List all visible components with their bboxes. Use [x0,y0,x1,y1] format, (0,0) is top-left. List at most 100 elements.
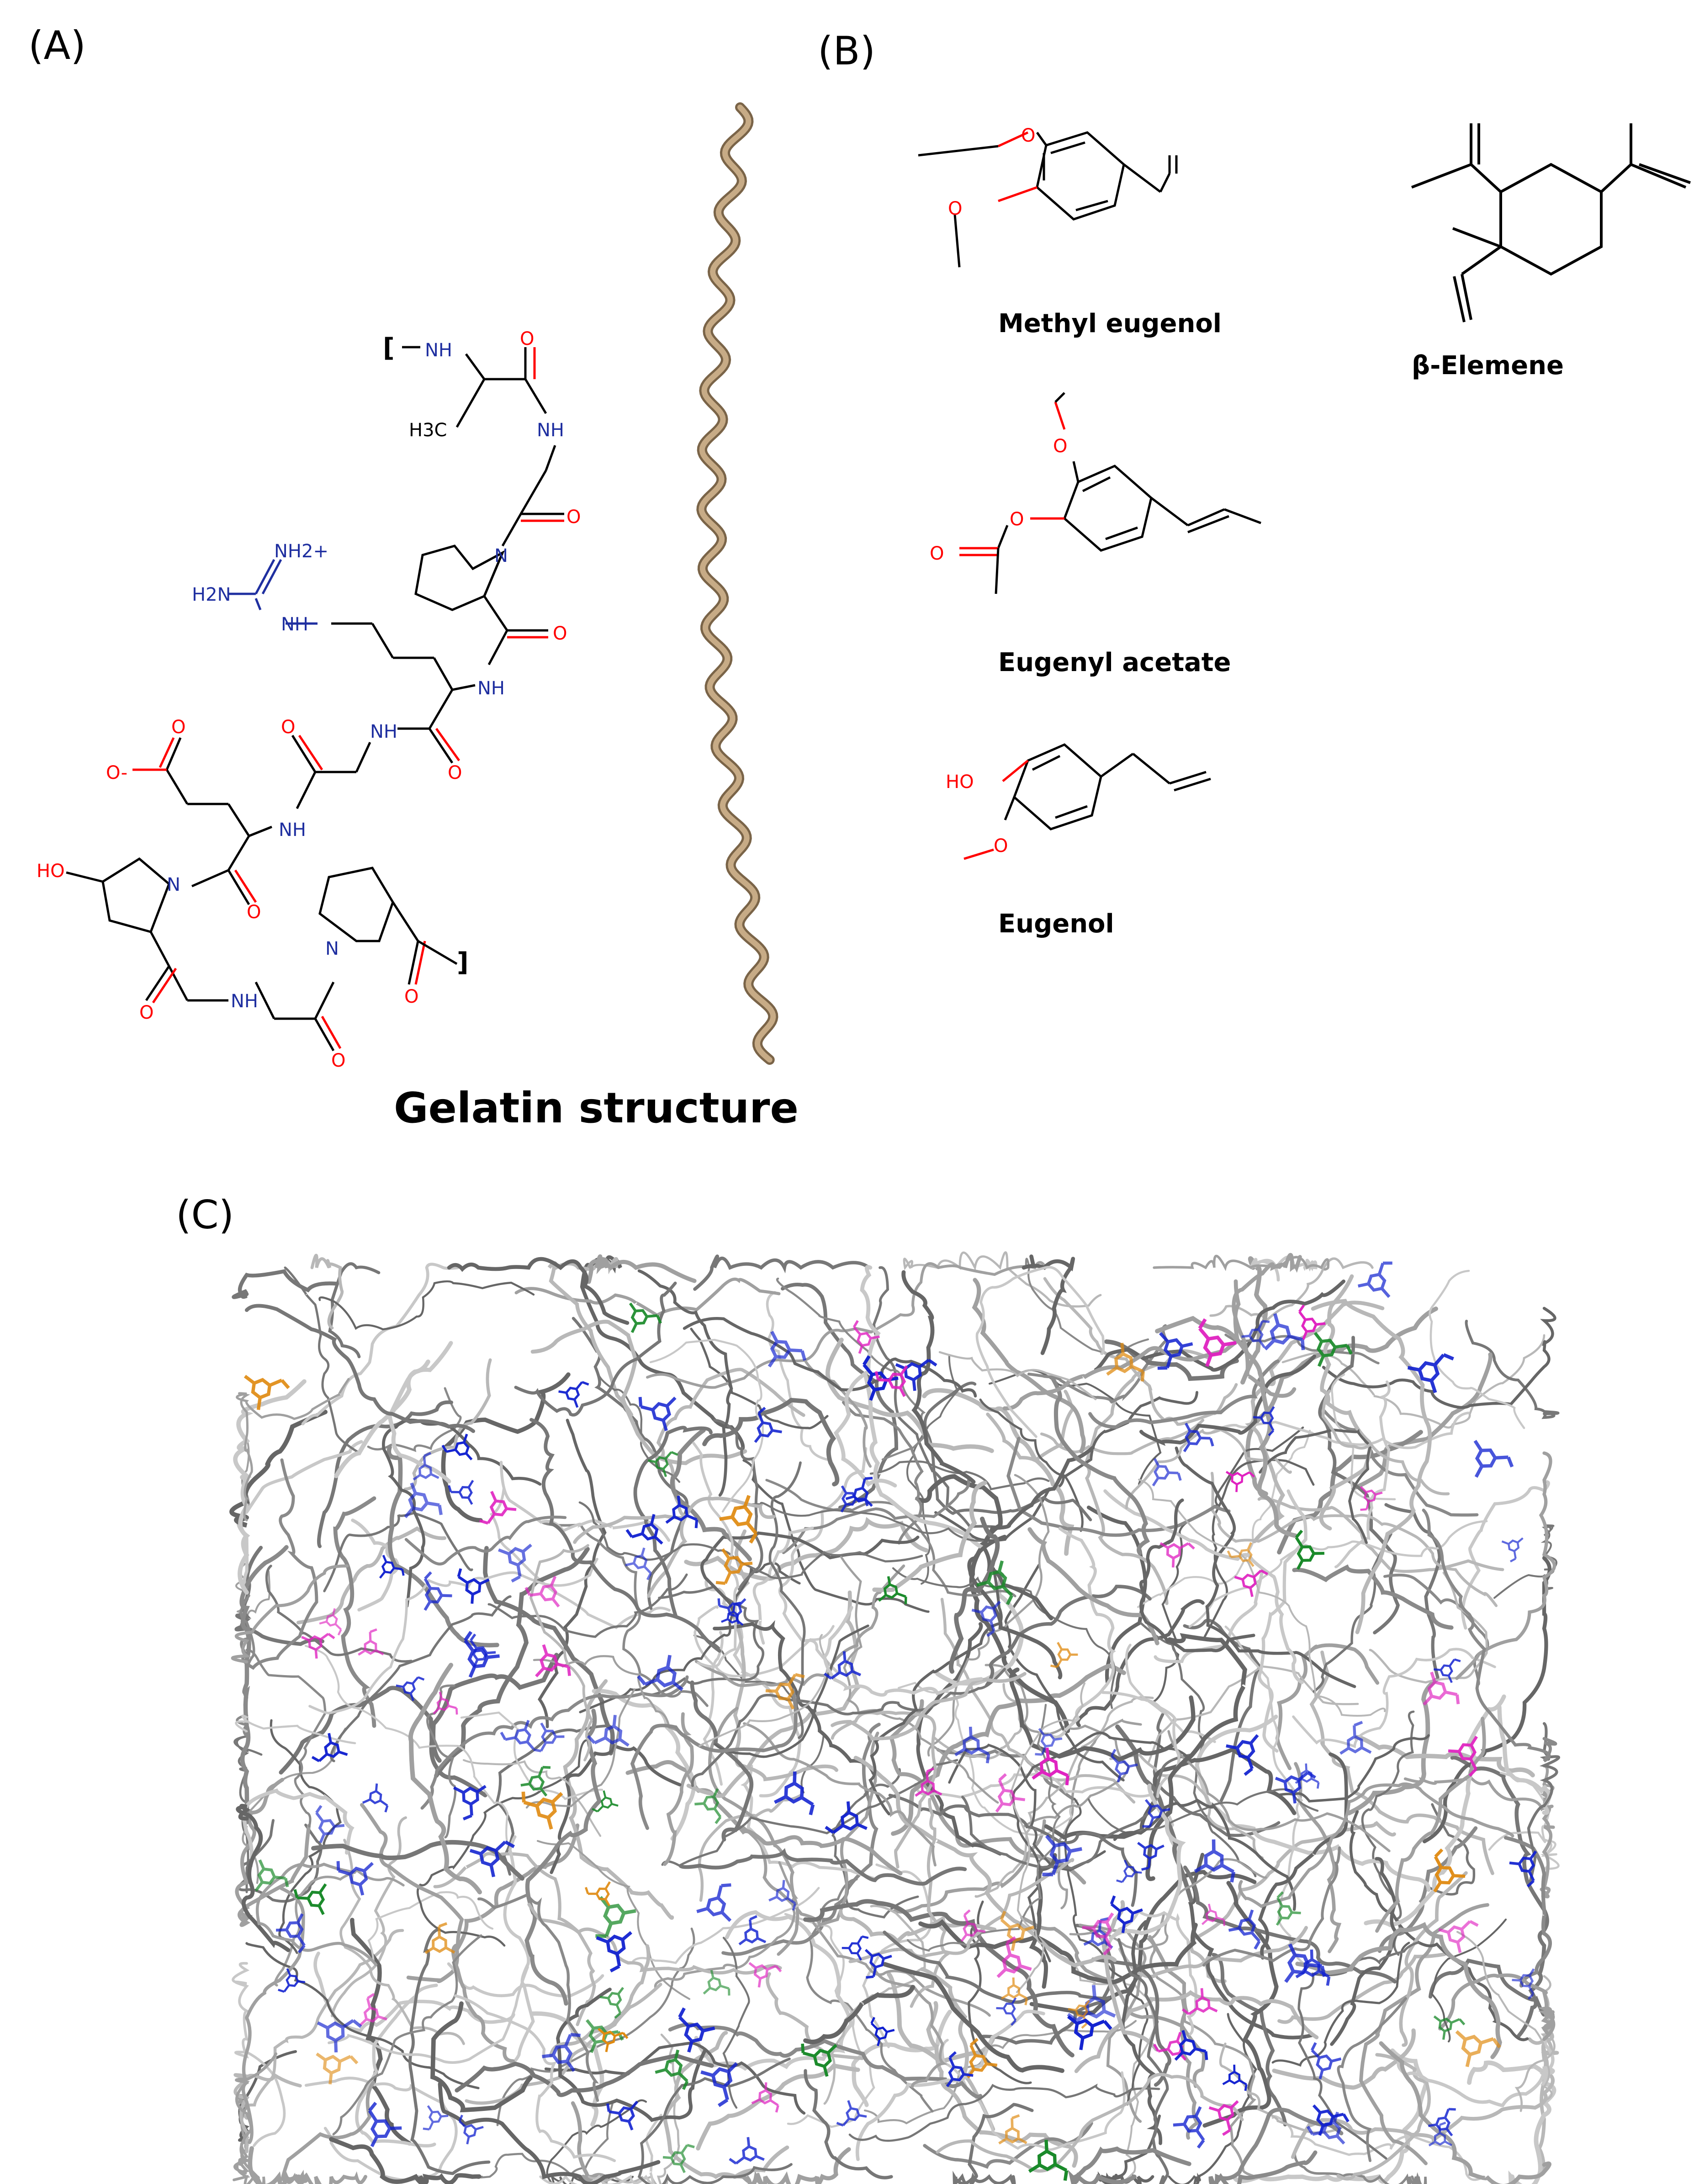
network-strand [853,1756,1117,1967]
network-strand [529,1418,721,1653]
embedded-molecule [971,1601,1001,1637]
network-strand [936,2073,1244,2173]
network-strand [825,1338,994,1453]
network-strand [1429,1269,1525,1429]
embedded-molecule [368,2102,402,2147]
network-strand [1125,1644,1216,1743]
embedded-molecule [244,1375,290,1410]
embedded-molecule [457,1568,490,1604]
network-strand [743,1722,937,1867]
atom-nh2plus: NH2+ [274,541,328,562]
network-strand [495,1724,609,1876]
embedded-molecule [535,1644,571,1677]
network-strand [1011,1731,1191,1962]
network-strand [923,1381,1092,1522]
embedded-molecule [748,1962,782,1988]
network-strand [831,1768,919,1919]
network-strand [328,1966,529,2064]
network-strand [462,1759,602,1837]
network-strand [1295,1922,1502,2059]
atom-n: N [167,874,180,895]
network-strand [698,1634,830,1747]
embedded-molecule [870,2017,895,2047]
atom-nh: NH [231,991,258,1012]
atom-o: O [171,717,185,738]
network-strand [1293,2152,1427,2184]
atom-o: O [139,1002,154,1023]
network-strand [803,1985,915,2044]
methyl-eugenol-structure [918,131,1178,268]
network-strand [1364,1694,1506,1927]
network-strand [483,1546,615,1756]
network-strand [1188,1852,1315,2040]
network-strand [1281,1334,1546,1429]
network-strand [778,1447,868,1675]
network-strand [1321,1389,1450,1496]
methyl-eugenol-caption: Methyl eugenol [998,309,1222,338]
embedded-molecule [1228,1909,1261,1950]
embedded-molecule [1137,1841,1165,1871]
embedded-molecule [521,1791,563,1830]
embedded-molecule [1312,2104,1350,2136]
embedded-molecule [1106,1343,1145,1382]
network-strand [536,1840,691,2000]
network-strand [477,1893,599,2102]
embedded-molecule [754,1407,782,1443]
eugenol-structure [963,743,1211,860]
embedded-molecule [976,1560,1014,1605]
embedded-molecule [458,2115,484,2145]
atom-ominus: O- [106,762,127,783]
network-strand [333,1496,376,1728]
network-strand [804,1261,1048,1362]
beta-elemene-caption: β-Elemene [1412,351,1564,381]
network-strand [578,1501,923,1580]
embedded-molecule [396,1676,425,1701]
network-strand [244,1304,476,1433]
embedded-molecule [864,1949,892,1979]
embedded-molecule [301,1633,335,1659]
network-strand [1029,1853,1057,1989]
embedded-molecule [1501,1537,1524,1563]
network-strand [1004,1564,1125,1782]
network-strand [1465,1319,1560,1419]
network-strand [546,2099,647,2184]
network-strand [235,1714,356,1745]
network-strand [279,1686,487,1798]
network-strand [416,1739,587,1947]
embedded-molecule [1313,1332,1353,1367]
network-strand [922,1388,1075,1556]
network-strand [408,1928,491,2175]
embedded-molecule [1407,1353,1454,1393]
network-strand [1455,1451,1556,1680]
network-strand [404,1515,567,1565]
network-strand [588,2033,680,2184]
embedded-molecule [874,1365,908,1397]
atom-nh: NH [537,420,564,441]
embedded-molecule [1181,1988,1218,2015]
network-strand [1384,1503,1441,1679]
network-strand [690,1680,754,1842]
network-strand [274,1869,405,1987]
network-strand [1438,1973,1556,2041]
embedded-molecule [696,1883,732,1922]
embedded-molecule [433,1692,458,1715]
embedded-molecule [1067,2015,1112,2050]
embedded-molecule [1423,1671,1460,1706]
network-strand [1244,1301,1385,1544]
embedded-molecule [738,1915,767,1946]
embedded-molecule [638,1396,677,1431]
network-strand [527,1903,782,1975]
network-strand [255,1862,378,1967]
network-strand [524,1708,602,2006]
embedded-molecule [1000,1910,1035,1951]
network-strand [891,1663,1126,1836]
embedded-molecule [836,2100,867,2127]
network-strand [1272,2028,1416,2090]
embedded-molecule [520,1766,551,1797]
network-strand [906,1354,959,1585]
network-strand [233,2052,278,2175]
embedded-molecule [729,2137,765,2165]
network-strand [301,1263,460,1426]
network-strand [1113,1798,1297,1911]
embedded-molecule [1201,1904,1225,1926]
